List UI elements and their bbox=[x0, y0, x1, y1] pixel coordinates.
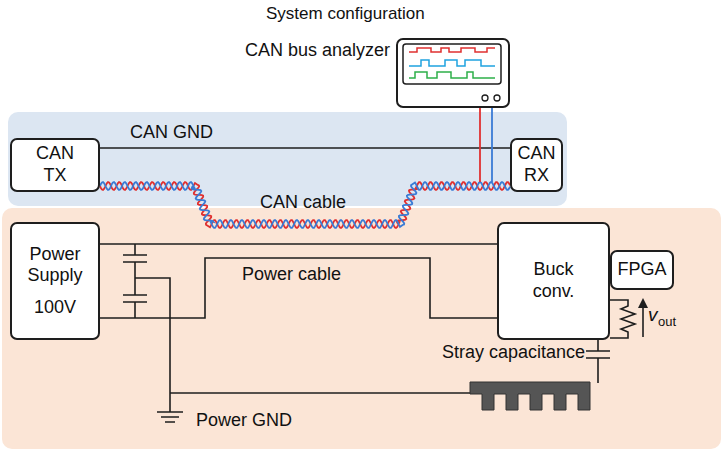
power-supply-box: Power Supply 100V bbox=[10, 222, 100, 340]
ground-symbol bbox=[157, 412, 183, 422]
voltage-arrow bbox=[642, 306, 644, 337]
screen-frame bbox=[403, 44, 501, 84]
stray-capacitance-label: Stray capacitance bbox=[440, 342, 587, 364]
voltage-arrowhead bbox=[638, 298, 648, 308]
cable-label: CAN cable bbox=[258, 192, 348, 214]
ground-wire bbox=[100, 147, 510, 149]
can-rx-box: CAN RX bbox=[510, 138, 563, 192]
probe-jack bbox=[494, 95, 500, 101]
node-text: CAN RX bbox=[517, 143, 555, 186]
voltage-symbol: v bbox=[648, 304, 658, 327]
waveform bbox=[409, 72, 495, 78]
buck-converter-box: Buck conv. bbox=[497, 222, 610, 340]
analyzer-label: CAN bus analyzer bbox=[245, 40, 390, 62]
twisted-pair-wire bbox=[100, 182, 510, 228]
heatsink-wire bbox=[170, 392, 470, 394]
heat-sink bbox=[470, 382, 590, 410]
waveform bbox=[409, 60, 495, 66]
power-wire bbox=[100, 243, 497, 245]
voltage-subscript: out bbox=[658, 314, 676, 330]
ground-label: Power GND bbox=[194, 410, 294, 432]
resistor-symbol bbox=[610, 300, 635, 338]
can-tx-box: CAN TX bbox=[10, 138, 100, 192]
node-text: FPGA bbox=[617, 259, 666, 281]
analyzer-screen bbox=[401, 42, 505, 104]
probe-jack bbox=[482, 95, 488, 101]
connector bbox=[480, 108, 492, 182]
waveform bbox=[409, 48, 495, 52]
node-text: 100V bbox=[34, 297, 76, 319]
wire-label: CAN GND bbox=[128, 122, 215, 144]
probe-wire bbox=[491, 108, 493, 182]
ground-wire bbox=[135, 278, 170, 412]
connector bbox=[100, 244, 497, 318]
stray-capacitor-symbol bbox=[586, 340, 610, 383]
diagram-title: System configuration bbox=[266, 4, 425, 24]
node-text: CAN TX bbox=[36, 143, 74, 186]
power-wire bbox=[100, 258, 497, 318]
analyzer-box: CAN bus analyzer bbox=[396, 38, 510, 108]
capacitor-symbol bbox=[123, 244, 147, 318]
node-text: Power Supply bbox=[27, 244, 82, 287]
probe-wire bbox=[479, 108, 481, 182]
connector bbox=[100, 148, 510, 149]
node-text: Buck conv. bbox=[533, 259, 575, 302]
twisted-pair-wire bbox=[100, 182, 510, 228]
fpga-box: FPGA bbox=[610, 250, 674, 290]
cable-label: Power cable bbox=[240, 264, 343, 286]
connector bbox=[100, 182, 510, 228]
